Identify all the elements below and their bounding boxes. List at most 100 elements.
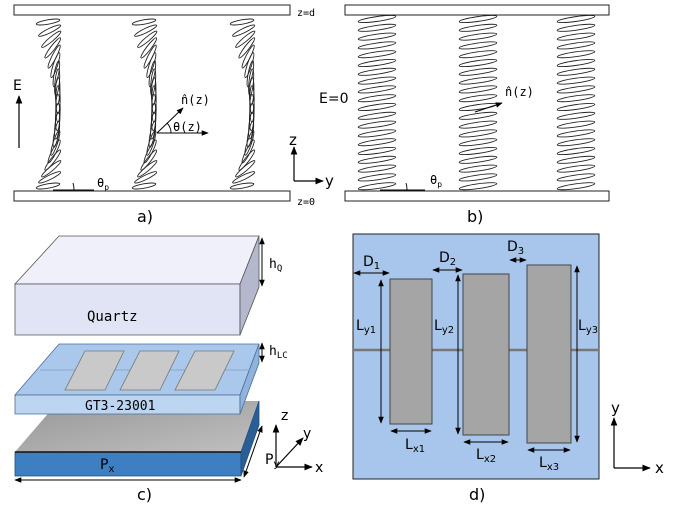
lc-molecule — [357, 164, 397, 173]
lc-molecule — [246, 60, 255, 88]
lc-molecule — [44, 37, 62, 59]
pretilt-label-a: θp — [97, 176, 109, 192]
lc-molecule — [556, 164, 596, 173]
patch-1 — [64, 350, 125, 391]
px-label: Px — [100, 457, 114, 475]
lc-molecule — [458, 67, 498, 76]
lc-molecule — [556, 120, 596, 129]
lc-molecule — [458, 14, 498, 24]
ly3-label: Ly3 — [578, 318, 598, 336]
lc-molecule — [458, 146, 498, 156]
lc-molecule — [229, 182, 255, 190]
axis-z-ab: z — [289, 131, 297, 149]
lc-molecule — [357, 138, 397, 147]
lc-molecule — [41, 30, 62, 48]
lc-molecule — [357, 173, 397, 182]
caption-a: a) — [137, 207, 153, 226]
bottom-plate-a — [13, 190, 291, 202]
z-top-label: z=d — [297, 8, 315, 19]
pretilt-arc-a — [72, 182, 75, 191]
lc-molecule — [38, 171, 62, 184]
ly1-label: Ly1 — [356, 318, 376, 336]
lc-molecule — [458, 155, 498, 164]
lc-molecule — [50, 52, 61, 79]
theta-label-a: θ(z) — [173, 120, 202, 134]
director-arrow-b — [474, 102, 503, 113]
lc-molecule — [146, 129, 157, 156]
lc-molecule — [140, 149, 158, 171]
lc-molecule — [244, 52, 255, 79]
caption-d: d) — [469, 485, 485, 504]
d2-label: D2 — [439, 250, 456, 268]
lc-side — [239, 343, 260, 415]
lc-molecule — [148, 60, 157, 88]
ly2-label: Ly2 — [434, 318, 454, 336]
axis-y-ab: y — [325, 172, 334, 190]
lc-molecule — [357, 76, 397, 85]
py-arrow — [243, 425, 263, 478]
lc-molecule — [229, 18, 255, 26]
lc-molecule — [52, 60, 61, 88]
lc-molecule — [458, 164, 498, 173]
strip-2 — [462, 273, 510, 436]
lc-molecule — [238, 149, 256, 171]
lc-molecule — [556, 76, 596, 85]
quartz-label: Quartz — [87, 309, 138, 325]
lc-molecule — [54, 111, 61, 140]
lc-molecule — [357, 41, 397, 50]
patch-3 — [174, 350, 235, 391]
lc-molecule — [357, 129, 397, 138]
lc-molecule — [458, 76, 498, 85]
lc-molecule — [556, 58, 596, 68]
lc-molecule — [235, 30, 256, 48]
lc-molecule — [458, 182, 498, 191]
caption-c: c) — [137, 485, 152, 504]
axis-y-c: y — [303, 426, 311, 442]
lc-molecule — [357, 14, 397, 24]
lc-molecule — [146, 52, 157, 79]
lc-molecule — [556, 67, 596, 76]
panel-d: D1 D2 D3 Ly1 Ly2 Ly3 Lx1 Lx2 Lx3 y x d) — [352, 233, 664, 504]
lc-molecule — [150, 111, 157, 140]
axes-ab: z y — [289, 131, 334, 190]
lx3-label: Lx3 — [539, 455, 559, 473]
lc-molecule — [458, 50, 498, 59]
lc-molecule — [232, 24, 256, 37]
lc-molecule — [556, 23, 596, 32]
lc-molecule — [458, 129, 498, 138]
panel-a: E n̂(z) θ(z) θp z=d z=0 a) — [13, 4, 315, 226]
lc-molecule — [458, 120, 498, 129]
top-plate-b — [344, 4, 610, 16]
lc-molecule — [137, 30, 158, 48]
lc-molecule — [458, 138, 498, 147]
lc-molecule — [458, 23, 498, 32]
z-bottom-label: z=0 — [297, 197, 315, 208]
strip-1 — [389, 278, 433, 425]
strip-3 — [526, 264, 572, 444]
lc-molecule — [556, 32, 596, 41]
top-plate-a — [13, 4, 291, 16]
lc-molecule — [357, 146, 397, 156]
lx2-label: Lx2 — [476, 447, 496, 465]
lc-molecule — [458, 94, 498, 103]
lc-molecule — [41, 160, 62, 178]
lc-molecule — [235, 160, 256, 178]
ground-front — [14, 451, 242, 477]
axis-x-d: x — [655, 459, 664, 477]
lc-molecule — [38, 24, 62, 37]
lc-molecule — [556, 41, 596, 50]
patch-2 — [119, 350, 180, 391]
lc-molecule — [244, 129, 255, 156]
quartz-side — [239, 235, 260, 336]
lc-molecule — [556, 146, 596, 156]
lc-molecule — [556, 14, 596, 24]
axis-z-c: z — [281, 408, 288, 424]
lc-molecule — [137, 160, 158, 178]
field-label-a: E — [13, 78, 22, 94]
axis-y-d: y — [611, 399, 620, 417]
lc-molecule — [357, 50, 397, 59]
lc-molecule — [458, 58, 498, 68]
lc-molecule — [357, 85, 397, 94]
lc-molecule — [248, 111, 255, 140]
lc-label: GT3-23001 — [85, 399, 155, 414]
